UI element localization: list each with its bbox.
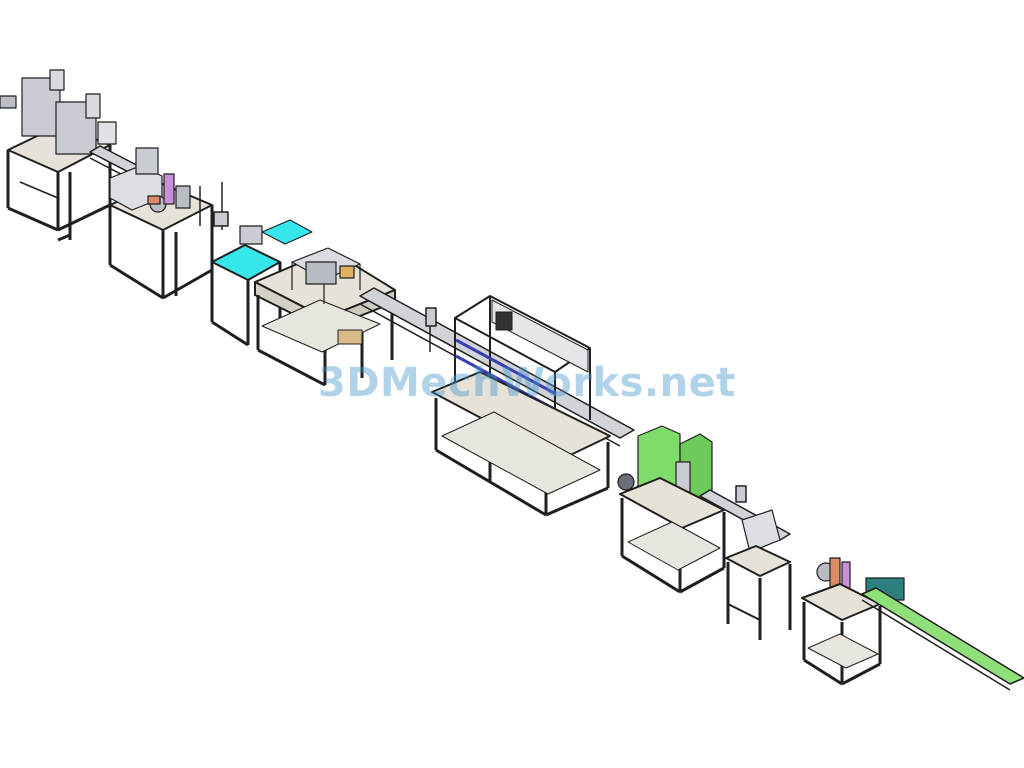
station-8-table <box>801 583 882 686</box>
station-2-machine <box>109 147 191 213</box>
station-3-cyan-table <box>210 219 313 347</box>
station-7-stand <box>725 509 792 640</box>
station-4-fixture-cage <box>291 247 361 304</box>
station-1-robot-modules <box>0 69 117 155</box>
station-5-table <box>431 371 611 517</box>
station-6-table <box>619 477 726 594</box>
feeder-posts <box>199 182 229 230</box>
station-5-rack <box>454 295 591 440</box>
output-conveyor <box>861 587 1024 691</box>
